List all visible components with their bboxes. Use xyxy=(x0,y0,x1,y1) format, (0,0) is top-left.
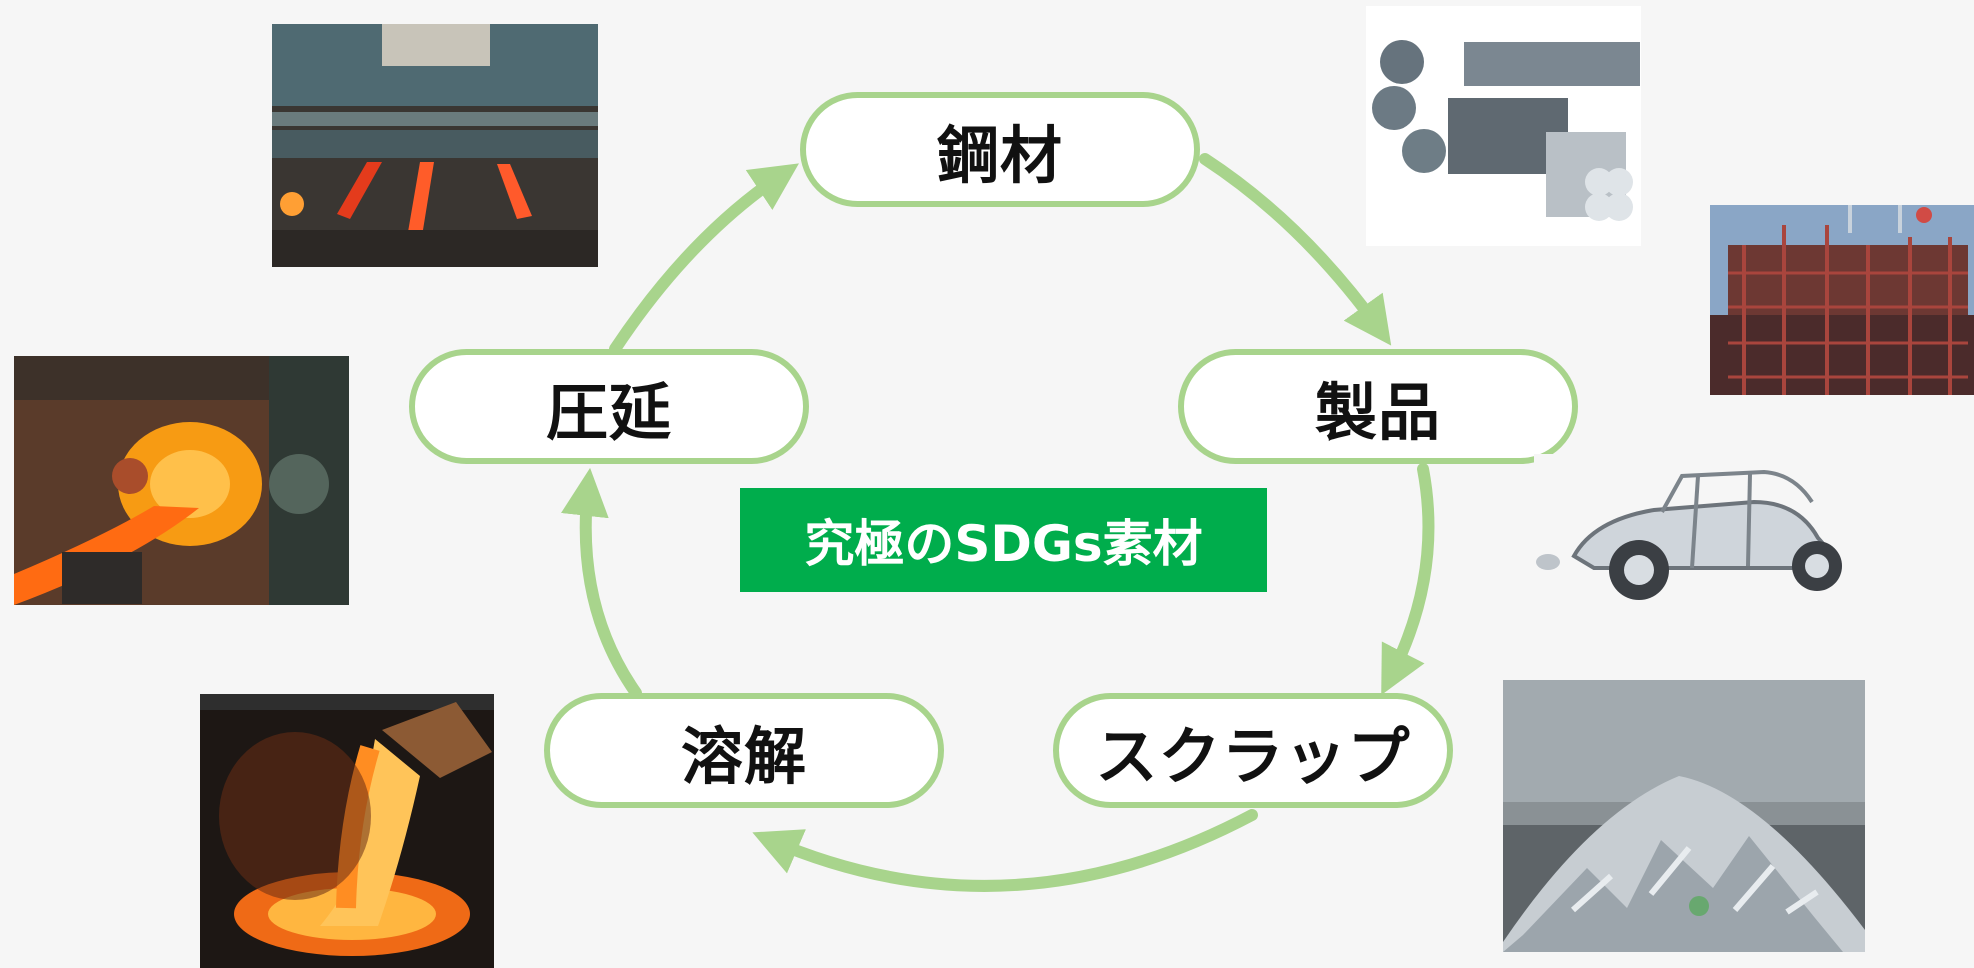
arrow-roll-to-steel xyxy=(609,163,799,355)
arrow-melt-to-roll xyxy=(561,467,642,699)
arrow-scrap-to-melt xyxy=(752,809,1258,892)
node-product: 製品 xyxy=(1178,349,1578,464)
node-scrap-label: スクラップ xyxy=(1095,719,1411,793)
car-body-frame-photo xyxy=(1534,454,1868,614)
node-roll: 圧延 xyxy=(409,349,809,464)
arrow-steel-to-product xyxy=(1199,153,1392,346)
molten-steel-pour-photo xyxy=(200,694,494,968)
steel-mill-photo xyxy=(272,24,598,267)
node-scrap: スクラップ xyxy=(1053,693,1453,808)
node-roll-label: 圧延 xyxy=(545,375,672,449)
node-steel: 鋼材 xyxy=(800,92,1200,207)
node-melt-label: 溶解 xyxy=(680,719,807,793)
scrap-pile-photo xyxy=(1503,680,1865,952)
hot-rolling-photo xyxy=(14,356,349,605)
steel-pipes-photo xyxy=(1366,6,1641,246)
steel-frame-building-photo xyxy=(1710,205,1974,395)
node-product-label: 製品 xyxy=(1314,375,1441,449)
center-label: 究極のSDGs素材 xyxy=(804,515,1203,573)
node-steel-label: 鋼材 xyxy=(936,118,1063,192)
center-label-box: 究極のSDGs素材 xyxy=(740,488,1267,592)
node-melt: 溶解 xyxy=(544,693,944,808)
arrow-product-to-scrap xyxy=(1381,463,1435,696)
